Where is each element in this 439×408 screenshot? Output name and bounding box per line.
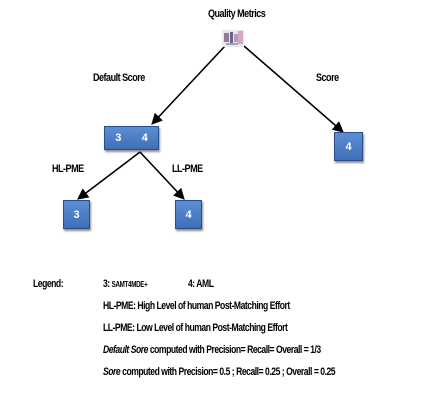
node-score: 4 <box>334 132 363 161</box>
legend-title: Legend: <box>33 278 64 290</box>
edge-root-to-default <box>151 45 226 125</box>
legend-tool3: 3: SAMT4MDE+ <box>103 278 148 290</box>
edge-root-to-score <box>243 45 344 133</box>
legend-tool3-name: SAMT4MDE+ <box>111 280 148 289</box>
legend-hl-pme: HL-PME: High Level of human Post-Matchin… <box>103 300 290 312</box>
node-default-score: 3 4 <box>104 126 159 150</box>
node-ll-value: 4 <box>185 208 192 221</box>
edge-label-hl-pme: HL-PME <box>52 163 84 175</box>
node-score-value: 4 <box>345 140 352 153</box>
legend-hl-text: High Level of human Post-Matching Effort <box>137 300 290 312</box>
legend-score: Sore computed with Precision= 0.5 ; Reca… <box>103 366 336 378</box>
root-icon <box>222 30 244 47</box>
edge-default-to-ll <box>139 151 185 200</box>
edge-label-default-score: Default Score <box>93 72 145 84</box>
edge-label-score: Score <box>316 72 339 84</box>
node-ll-pme: 4 <box>175 200 202 229</box>
node-default-left-value: 3 <box>115 132 122 144</box>
legend-tool4-key: 4: <box>188 278 195 290</box>
node-hl-value: 3 <box>73 208 80 221</box>
node-default-right-value: 4 <box>141 132 148 144</box>
legend-tool4: 4: AML <box>188 278 214 290</box>
legend-ll-text: Low Level of human Post-Matching Effort <box>136 322 288 334</box>
legend-default-text: computed with Precision= Recall= Overall… <box>149 344 321 356</box>
edge-default-to-hl <box>77 151 141 200</box>
legend-score-text: computed with Precision= 0.5 ; Recall= 0… <box>122 366 336 378</box>
root-label: Quality Metrics <box>208 8 266 20</box>
legend-default-italic: Default Sore <box>103 344 148 356</box>
legend-ll-key: LL-PME: <box>103 322 135 334</box>
legend-tool3-key: 3: <box>103 278 110 290</box>
legend-ll-pme: LL-PME: Low Level of human Post-Matching… <box>103 322 288 334</box>
node-hl-pme: 3 <box>63 200 90 229</box>
legend-hl-key: HL-PME: <box>103 300 136 312</box>
legend-score-italic: Sore <box>103 366 121 378</box>
edge-label-ll-pme: LL-PME <box>172 163 203 175</box>
legend-tool4-name: AML <box>196 278 214 290</box>
legend-default-score: Default Sore computed with Precision= Re… <box>103 344 321 356</box>
